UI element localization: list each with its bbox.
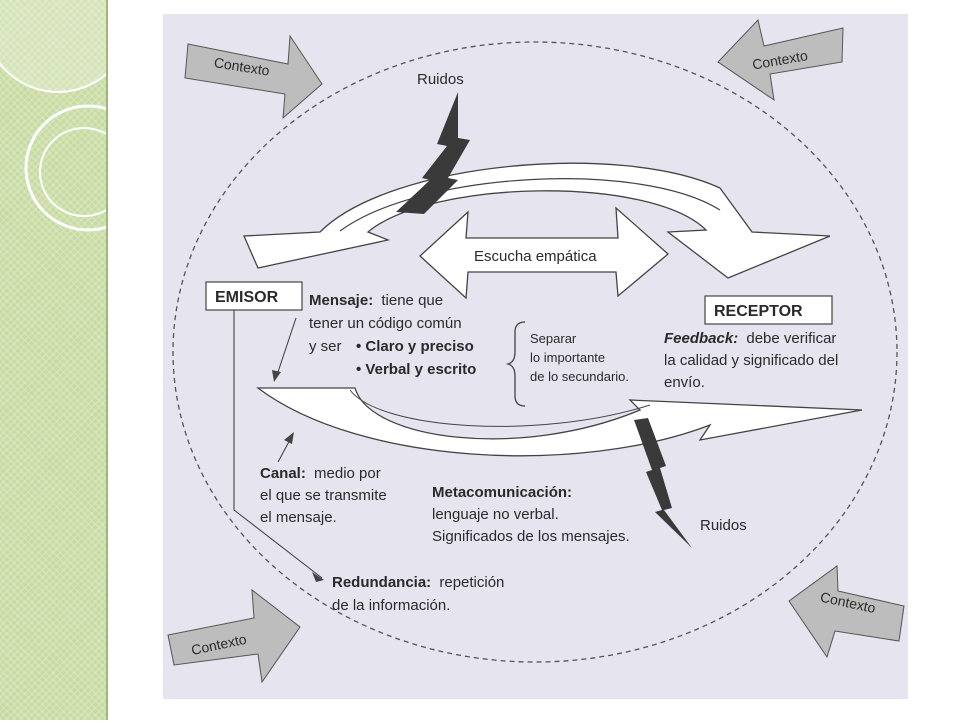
separar-line1: Separar: [530, 331, 577, 346]
mensaje-line2: tener un código común: [309, 315, 462, 332]
metacomunicacion-line3: Significados de los mensajes.: [432, 528, 630, 545]
feedback-line3: envío.: [664, 374, 705, 391]
canal-line3: el mensaje.: [260, 509, 337, 526]
metacomunicacion-block: Metacomunicación: lenguaje no verbal. Si…: [432, 484, 630, 545]
context-ellipse: [172, 41, 898, 663]
noise-label-bottom: Ruidos: [700, 517, 747, 534]
noise-bolt-bottom: Ruidos: [634, 418, 747, 548]
noise-label-top: Ruidos: [417, 71, 464, 88]
feedback-label: Feedback:: [664, 330, 738, 347]
lower-curve-arrow: [256, 387, 863, 457]
message-pointer: [275, 317, 297, 379]
metacomunicacion-label: Metacomunicación:: [432, 484, 572, 501]
separar-block: Separar lo importante de lo secundario.: [530, 331, 629, 384]
redundancia-line2: de la información.: [332, 597, 450, 614]
emisor-label: EMISOR: [215, 289, 279, 306]
receptor-label: RECEPTOR: [714, 303, 803, 320]
noise-bolt-top: Ruidos: [396, 71, 470, 222]
mensaje-block: Mensaje: tiene que tener un código común…: [309, 292, 466, 355]
context-arrow-bottom-right: Contexto: [788, 565, 905, 659]
redundancia-label: Redundancia:: [332, 574, 431, 591]
mensaje-bullet1: • Claro y preciso: [356, 338, 474, 355]
canal-line1: medio por: [314, 465, 381, 482]
decorative-sidebar: [0, 0, 152, 720]
empathic-listening-arrow: Escucha empática: [419, 206, 669, 300]
mensaje-label: Mensaje:: [309, 292, 373, 309]
sidebar-edge: [106, 0, 108, 720]
feedback-line1: debe verificar: [746, 330, 836, 347]
mensaje-line3: y ser: [309, 338, 342, 355]
context-arrow-top-right: Contexto: [717, 18, 844, 102]
canal-block: Canal: medio por el que se transmite el …: [260, 465, 391, 526]
canal-label: Canal:: [260, 465, 306, 482]
separar-line2: lo importante: [530, 350, 605, 365]
context-arrow-bottom-left: Contexto: [167, 588, 301, 684]
canal-line2: el que se transmite: [260, 487, 387, 504]
diagram-panel: [163, 14, 908, 699]
feedback-line2: la calidad y significado del: [664, 352, 838, 369]
empathic-listening-label: Escucha empática: [474, 248, 597, 265]
metacomunicacion-line2: lenguaje no verbal.: [432, 506, 559, 523]
feedback-block: Feedback: debe verificar la calidad y si…: [664, 330, 842, 391]
context-arrow-top-left: Contexto: [184, 34, 323, 120]
redundancia-line1: repetición: [439, 574, 504, 591]
receptor-box: RECEPTOR: [704, 295, 833, 325]
mensaje-bullet2: • Verbal y escrito: [356, 361, 476, 378]
separar-line3: de lo secundario.: [530, 369, 629, 384]
grouping-brace: [505, 321, 526, 407]
mensaje-line1: tiene que: [381, 292, 443, 309]
redundancia-block: Redundancia: repetición de la informació…: [332, 574, 509, 614]
emisor-box: EMISOR: [205, 281, 303, 311]
redundancy-connector: [233, 310, 323, 579]
